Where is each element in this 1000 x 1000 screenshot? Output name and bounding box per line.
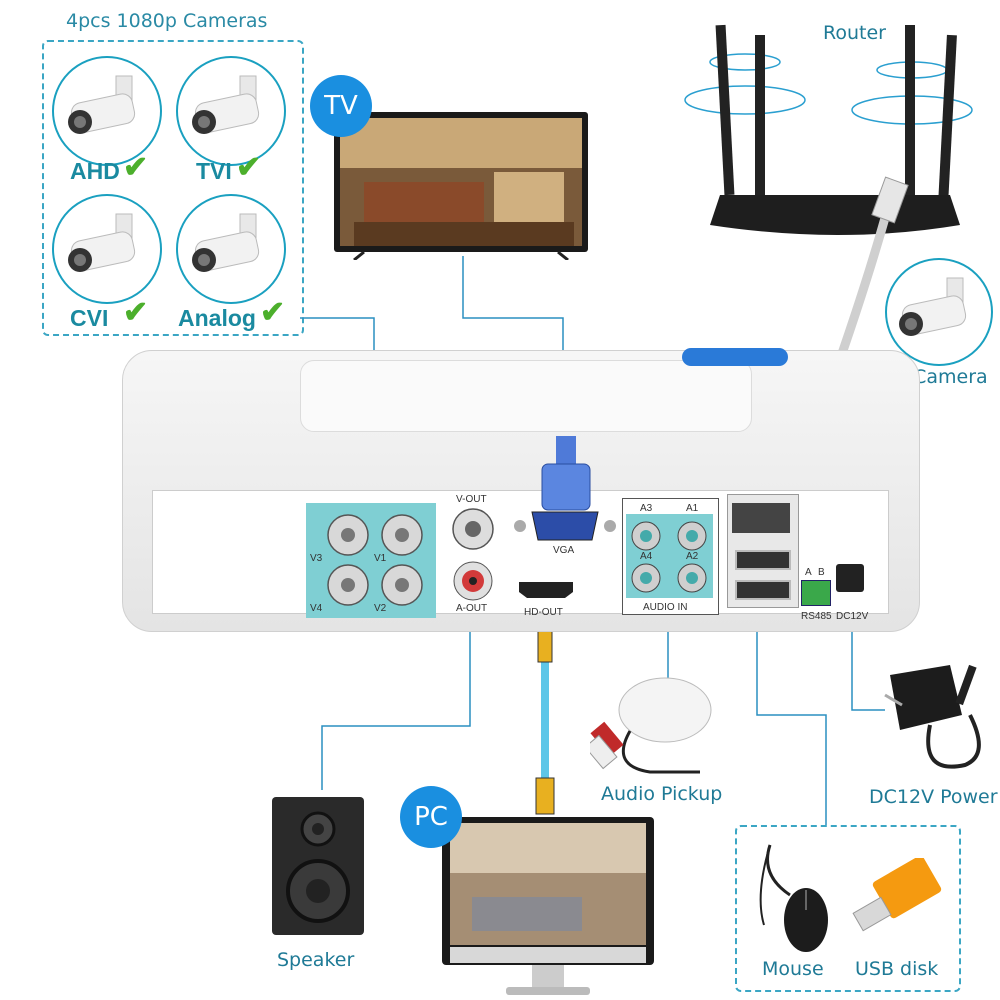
rs485-label: RS485 — [801, 611, 832, 622]
audio-in-label: AUDIO IN — [643, 602, 688, 613]
cameras-title: 4pcs 1080p Cameras — [66, 10, 268, 32]
dc-port — [836, 564, 864, 592]
router-label: Router — [823, 22, 886, 44]
cameras-group-box — [42, 40, 304, 336]
power-label: DC12V Power — [869, 786, 998, 808]
tvi-camera-image — [176, 56, 286, 166]
check-icon: ✔ — [123, 151, 149, 184]
camera-type-ahd: AHD — [70, 158, 120, 184]
check-icon: ✔ — [123, 296, 149, 329]
vga-label: VGA — [553, 545, 575, 556]
speaker-label: Speaker — [277, 949, 355, 971]
rs485-b-label: B — [818, 567, 825, 578]
speaker-device — [272, 797, 364, 935]
vga-cable-plug — [541, 436, 591, 511]
tv-monitor — [334, 112, 588, 262]
bullet-camera-icon — [68, 213, 136, 272]
dc12v-label: DC12V — [836, 611, 869, 622]
rs485-a-label: A — [805, 567, 812, 578]
rs485-terminal — [801, 580, 831, 606]
v-out-port — [452, 508, 494, 550]
hdmi-plug-bottom — [535, 777, 555, 815]
power-adapter-device — [884, 664, 981, 769]
vga-port — [514, 511, 616, 541]
lan-port — [732, 503, 790, 533]
audio-pickup-device — [590, 677, 712, 774]
tv-badge: TV — [310, 75, 372, 137]
camera-type-tvi: TVI — [196, 158, 232, 184]
usb-port-2 — [735, 580, 791, 600]
bullet-camera-icon — [192, 213, 260, 272]
check-icon: ✔ — [260, 296, 286, 329]
a-out-port — [453, 561, 493, 601]
mouse-device — [759, 844, 828, 952]
camera-type-analog: Analog — [178, 305, 256, 331]
bullet-camera-icon — [68, 75, 136, 134]
hd-out-label: HD-OUT — [524, 607, 563, 618]
peripherals-group-box — [735, 825, 961, 992]
v-out-label: V-OUT — [456, 494, 487, 505]
camera-type-cvi: CVI — [70, 305, 109, 331]
pc-monitor — [442, 817, 654, 995]
usb-port-1 — [735, 550, 791, 570]
usb-mouse-line — [756, 595, 827, 825]
usb-label: USB disk — [855, 958, 939, 980]
bnc-connectors — [327, 514, 423, 606]
analog-camera-image — [176, 194, 286, 304]
dvr-sticker — [682, 348, 788, 366]
mouse-label: Mouse — [762, 958, 824, 980]
ip-camera-image — [885, 258, 993, 366]
pc-badge: PC — [400, 786, 462, 848]
bullet-camera-icon — [899, 277, 967, 336]
a-out-label: A-OUT — [456, 603, 488, 614]
bnc-label-v4: V4 — [310, 603, 323, 614]
hdmi-cable — [541, 630, 549, 780]
bnc-label-v2: V2 — [374, 603, 387, 614]
bnc-label-v3: V3 — [310, 553, 323, 564]
bnc-label-v1: V1 — [374, 553, 387, 564]
audio-label-a2: A2 — [686, 551, 699, 562]
audio-label-a4: A4 — [640, 551, 653, 562]
audio-pickup-label: Audio Pickup — [601, 783, 723, 805]
bullet-camera-icon — [192, 75, 260, 134]
audio-in-jacks — [631, 521, 707, 593]
hd-out-port — [519, 582, 573, 598]
check-icon: ✔ — [236, 151, 262, 184]
cvi-camera-image — [52, 194, 162, 304]
speaker-aout-line — [321, 610, 471, 790]
ahd-camera-image — [52, 56, 162, 166]
usb-disk-device — [852, 858, 942, 932]
dvr-top-panel — [300, 360, 752, 432]
audio-label-a3: A3 — [640, 503, 653, 514]
audio-label-a1: A1 — [686, 503, 699, 514]
